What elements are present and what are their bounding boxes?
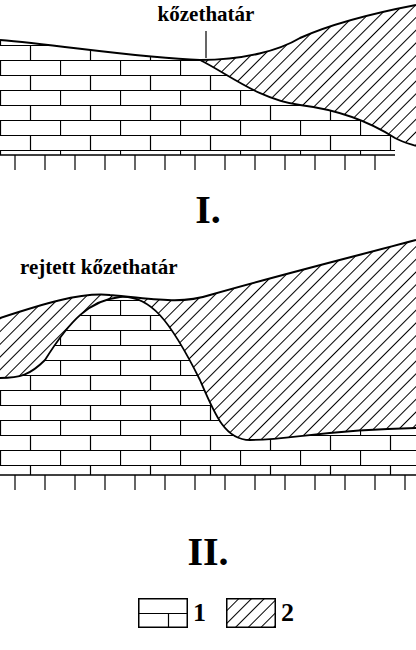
ground-surface (0, 240, 416, 318)
hatched-rock-area (200, 5, 416, 146)
swatch-fill (139, 599, 188, 628)
hidden-rock-boundary (0, 297, 416, 440)
rock-boundary (200, 60, 416, 146)
section-number-holder: II. (187, 528, 228, 575)
swatch-fill (227, 599, 276, 628)
legend-swatch (226, 598, 276, 628)
section-one (0, 5, 416, 170)
section-number-holder: I. (195, 186, 221, 233)
base-ticks (15, 475, 405, 490)
limestone-area (0, 297, 416, 475)
legend-number: 1 (193, 598, 206, 628)
base-ticks (15, 155, 375, 170)
legend-number: 2 (281, 598, 294, 628)
boundary-label: rejtett kőzethatár (20, 255, 178, 279)
boundary-label-holder: rejtett kőzethatár (20, 255, 178, 280)
legend-entry: 2 (226, 598, 294, 628)
section-number: II. (187, 529, 228, 574)
section-base (0, 474, 416, 475)
leader-line (205, 31, 206, 58)
legend-entry: 1 (138, 598, 206, 628)
section-two (0, 240, 416, 490)
section-number: I. (195, 187, 221, 232)
boundary-label-holder: kőzethatár (158, 2, 255, 27)
legend-swatch (138, 598, 188, 628)
boundary-label: kőzethatár (158, 2, 255, 26)
section-base (0, 154, 395, 155)
